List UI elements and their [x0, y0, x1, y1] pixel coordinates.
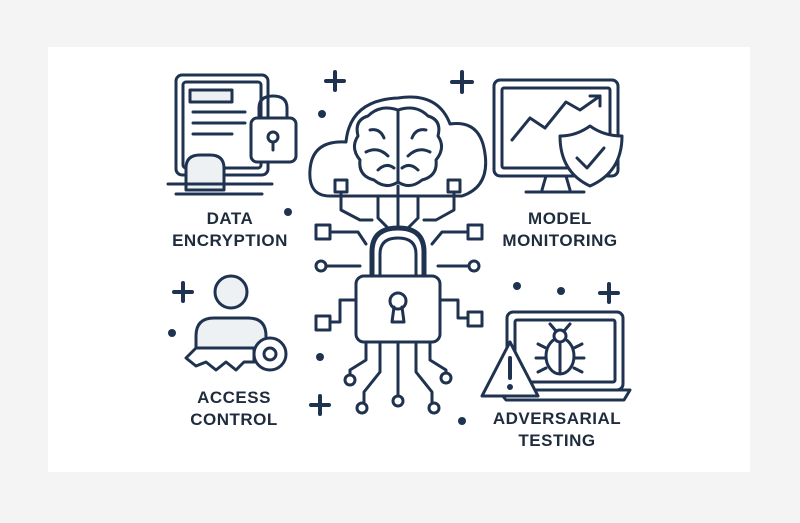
- label-data-encryption: DATA ENCRYPTION: [160, 208, 300, 252]
- dot-icon: [458, 417, 466, 425]
- label-line: ENCRYPTION: [172, 231, 288, 250]
- label-line: DATA: [206, 209, 254, 228]
- cloud-brain-padlock-circuit-icon: [308, 95, 488, 415]
- plus-icon: [172, 281, 194, 303]
- plus-sparkles: [172, 70, 620, 416]
- plus-icon: [450, 70, 474, 94]
- label-line: TESTING: [518, 431, 596, 450]
- label-model-monitoring: MODEL MONITORING: [490, 208, 630, 252]
- label-line: MONITORING: [502, 231, 618, 250]
- plus-icon: [324, 70, 346, 92]
- label-access-control: ACCESS CONTROL: [164, 387, 304, 431]
- plus-icon: [309, 394, 331, 416]
- label-line: ACCESS: [197, 388, 271, 407]
- dot-icon: [318, 110, 326, 118]
- plus-icon: [598, 282, 620, 304]
- dot-icon: [168, 329, 176, 337]
- dot-icon: [284, 208, 292, 216]
- laptop-bug-warning-icon: [480, 310, 632, 402]
- document-lock-icon: [166, 73, 298, 196]
- label-line: CONTROL: [190, 410, 278, 429]
- monitor-shield-icon: [492, 78, 624, 194]
- user-key-icon: [184, 274, 288, 372]
- label-line: ADVERSARIAL: [492, 409, 622, 428]
- dot-icon: [557, 287, 565, 295]
- dot-icon: [316, 353, 324, 361]
- dot-icon: [513, 282, 521, 290]
- label-adversarial-testing: ADVERSARIAL TESTING: [482, 408, 632, 452]
- decor-dots: [168, 110, 565, 425]
- label-line: MODEL: [528, 209, 592, 228]
